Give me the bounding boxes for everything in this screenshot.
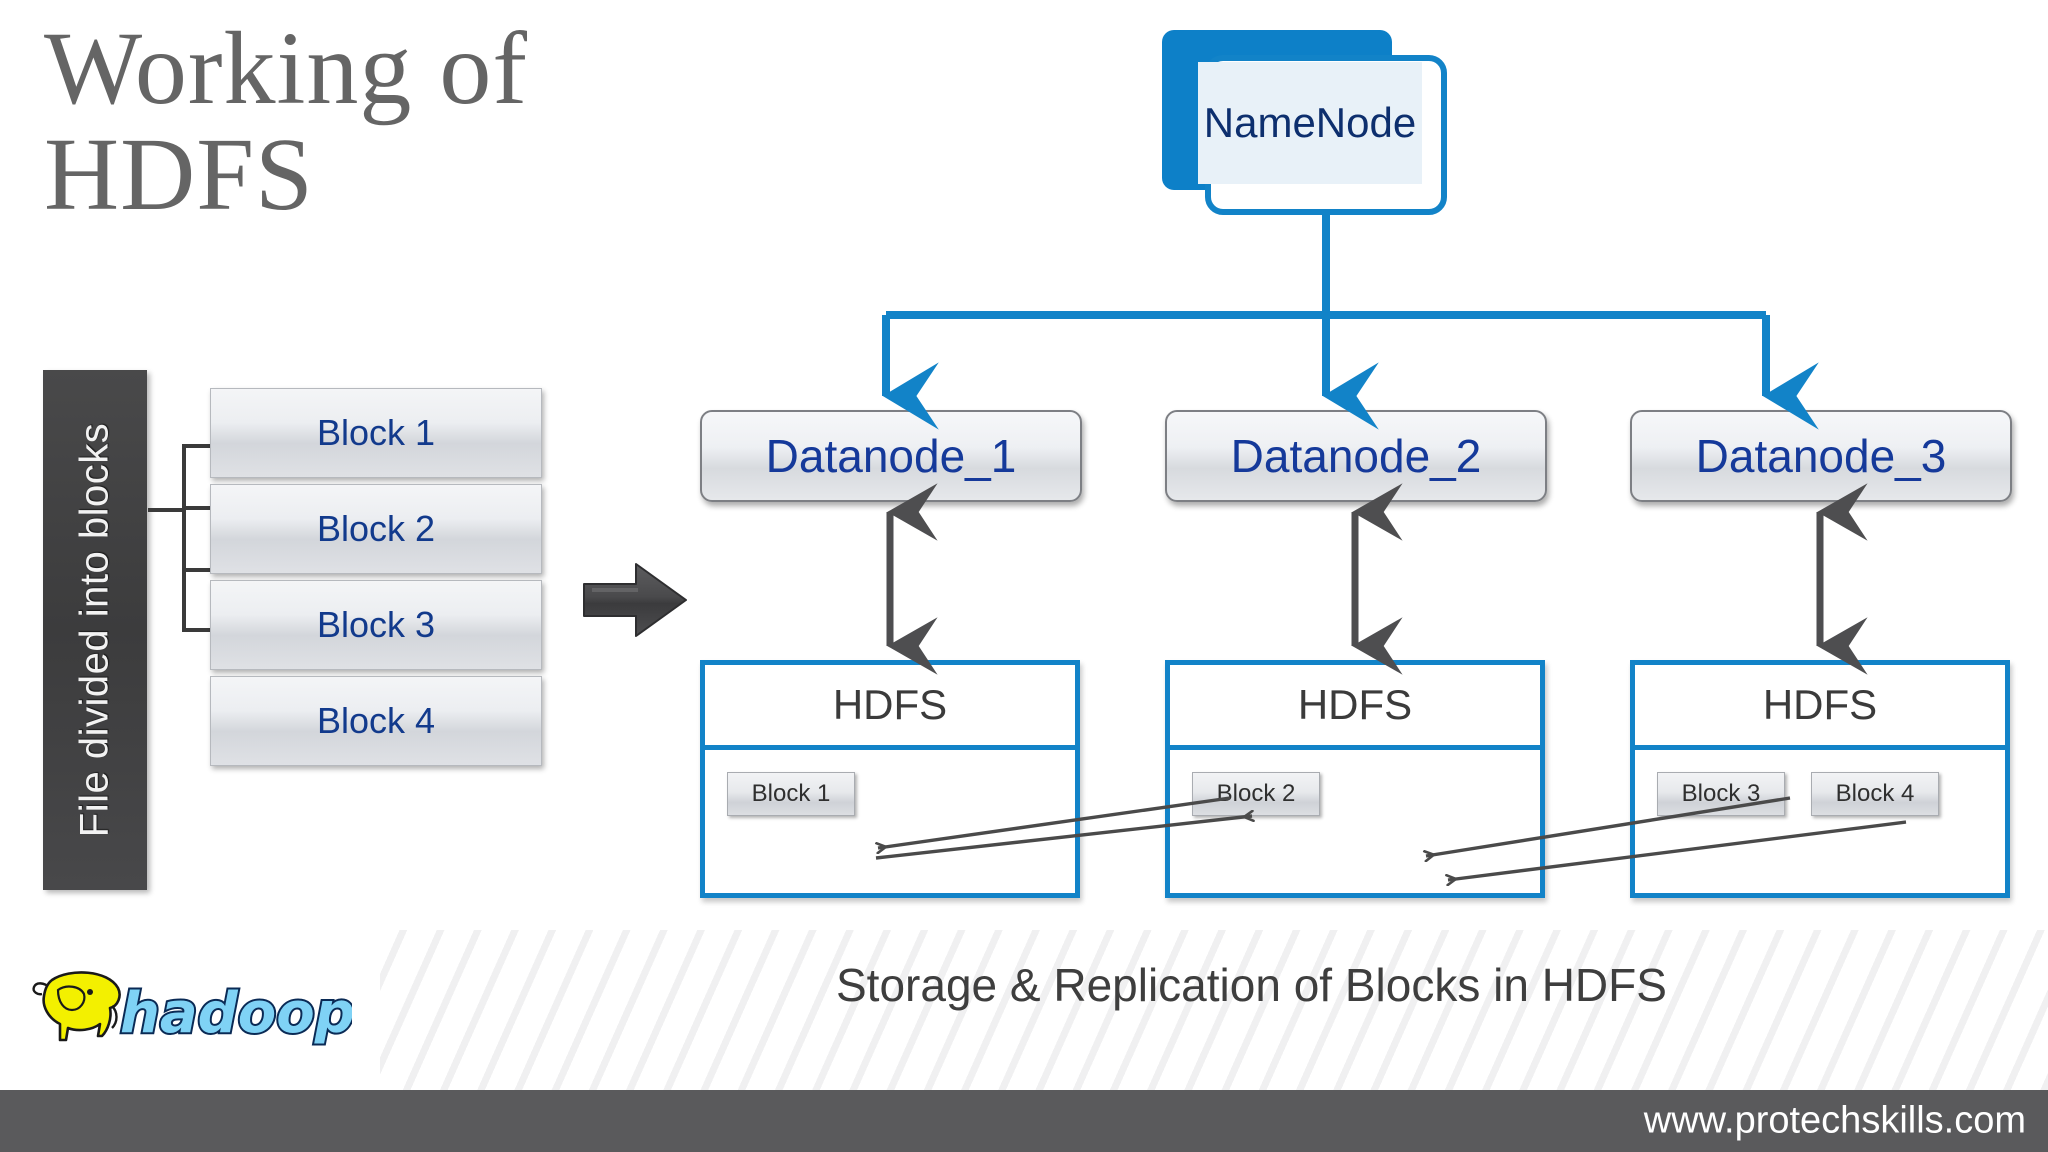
hdfs-block-chip-label-3-1: Block 3 — [1681, 780, 1761, 807]
datanode-label-3: Datanode_3 — [1695, 430, 1947, 482]
namenode-label: NameNode — [1203, 99, 1417, 146]
hadoop-wordmark-text: hadoop — [120, 981, 352, 1046]
source-block-label-2: Block 2 — [316, 508, 436, 549]
hdfs-title-text-2: HDFS — [1297, 681, 1413, 728]
hadoop-logo: hadoop — [22, 962, 357, 1054]
hdfs-block-chip-label-2-1: Block 2 — [1216, 780, 1296, 807]
namenode-inner-panel: NameNode — [1198, 62, 1422, 184]
hdfs-block-chip-2-1[interactable]: Block 2 — [1192, 772, 1320, 816]
hdfs-panel-title-1: HDFS — [705, 665, 1075, 750]
block-tree-branch-4 — [182, 628, 214, 632]
datanode-card-1[interactable]: Datanode_1 — [700, 410, 1082, 502]
hdfs-panel-body-3: Block 3 Block 4 — [1635, 750, 2005, 978]
hdfs-panel-3[interactable]: HDFS Block 3 Block 4 — [1630, 660, 2010, 898]
hdfs-block-chip-3-2[interactable]: Block 4 — [1811, 772, 1939, 816]
flow-right-arrow-icon — [580, 560, 690, 640]
datanode-card-3[interactable]: Datanode_3 — [1630, 410, 2012, 502]
source-block-label-1: Block 1 — [316, 412, 436, 453]
namenode-to-datanodes-connector — [882, 215, 1819, 430]
block-tree-trunk — [148, 508, 186, 512]
block-tree-spine — [182, 444, 186, 632]
datanode-label-1: Datanode_1 — [765, 430, 1017, 482]
footer-bar: www.protechskills.com — [0, 1090, 2048, 1152]
hadoop-wordmark: hadoop — [118, 979, 357, 1048]
diagram-caption: Storage & Replication of Blocks in HDFS — [836, 959, 1667, 1011]
source-block-card-4[interactable]: Block 4 — [210, 676, 542, 766]
hdfs-panel-title-2: HDFS — [1170, 665, 1540, 750]
source-block-card-1[interactable]: Block 1 — [210, 388, 542, 478]
page-title: Working of HDFS — [44, 11, 684, 233]
block-tree-branch-3 — [182, 568, 214, 572]
hdfs-panel-1[interactable]: HDFS Block 1 — [700, 660, 1080, 898]
footer-url: www.protechskills.com — [1643, 1099, 2026, 1142]
datanode-label-2: Datanode_2 — [1230, 430, 1482, 482]
hdfs-panel-2[interactable]: HDFS Block 2 — [1165, 660, 1545, 898]
page-title-line-2: HDFS — [44, 117, 314, 233]
block-tree-branch-2 — [182, 506, 214, 510]
hadoop-elephant-icon — [32, 971, 121, 1042]
file-divided-bar: File divided into blocks — [43, 370, 147, 890]
block-tree-branch-1 — [182, 444, 214, 448]
hdfs-block-chip-1-1[interactable]: Block 1 — [727, 772, 855, 816]
source-block-label-3: Block 3 — [316, 604, 436, 645]
datanode-card-2[interactable]: Datanode_2 — [1165, 410, 1547, 502]
file-divided-bar-label: File divided into blocks — [72, 422, 117, 838]
hdfs-panel-body-2: Block 2 — [1170, 750, 1540, 978]
hdfs-panel-body-1: Block 1 — [705, 750, 1075, 978]
hdfs-title-text-1: HDFS — [832, 681, 948, 728]
page-title-line-1: Working of — [44, 11, 528, 126]
source-block-card-2[interactable]: Block 2 — [210, 484, 542, 574]
source-block-label-4: Block 4 — [316, 700, 436, 741]
hdfs-panel-title-3: HDFS — [1635, 665, 2005, 750]
hdfs-title-text-3: HDFS — [1762, 681, 1878, 728]
hdfs-block-chip-label-3-2: Block 4 — [1835, 780, 1915, 807]
source-block-card-3[interactable]: Block 3 — [210, 580, 542, 670]
hdfs-block-chip-3-1[interactable]: Block 3 — [1657, 772, 1785, 816]
hdfs-block-chip-label-1-1: Block 1 — [751, 780, 831, 807]
